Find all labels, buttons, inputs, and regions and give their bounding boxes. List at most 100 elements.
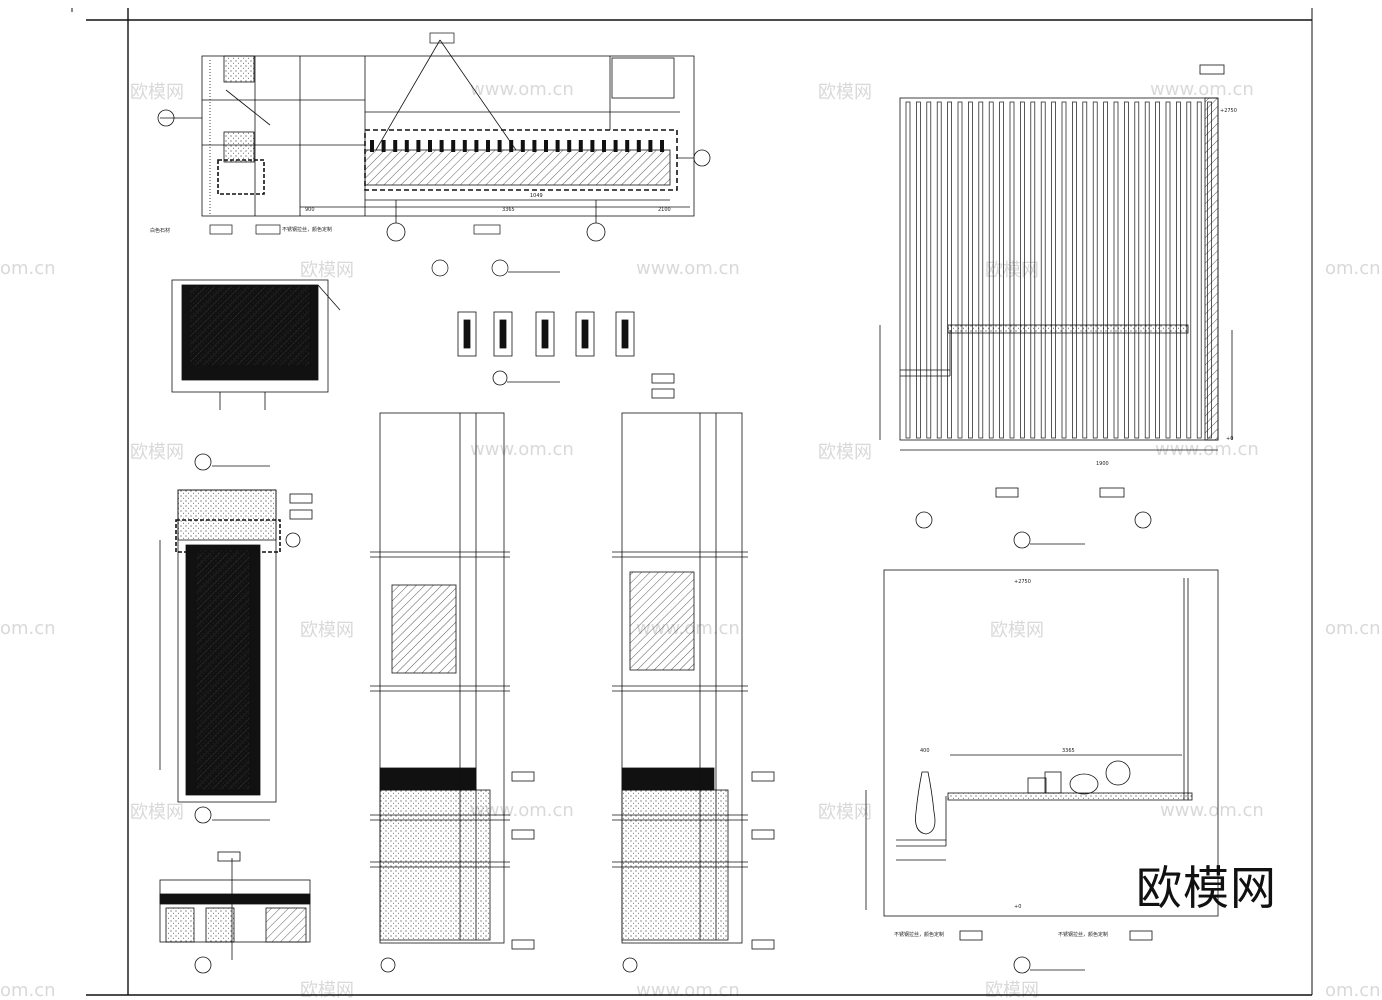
watermark-cn: 欧模网: [985, 980, 1039, 1000]
dim-400: 400: [920, 748, 930, 754]
watermark-url: www.om.cn: [636, 258, 740, 279]
vertical-fin: [1124, 101, 1129, 439]
plan-fin: [660, 140, 664, 152]
watermark-edge: om.cn: [0, 258, 56, 279]
vertical-fin: [1196, 101, 1202, 439]
watermark-url: www.om.cn: [1150, 79, 1254, 100]
fin-details: [457, 311, 675, 399]
watermark-cn: 欧模网: [130, 802, 184, 823]
watermark-url: www.om.cn: [636, 980, 740, 1000]
plan-fin: [578, 140, 583, 152]
elevation-fins: [905, 101, 1212, 439]
vertical-fin: [1176, 101, 1181, 439]
plan-fins: [370, 140, 664, 152]
plan-fin: [625, 140, 630, 152]
vertical-fin: [1207, 101, 1212, 439]
vertical-fin: [1165, 101, 1171, 439]
vertical-fin: [926, 101, 932, 439]
watermark-cn: 欧模网: [300, 260, 354, 281]
plan-fin: [451, 140, 456, 152]
dim-plus0: +0: [1014, 904, 1021, 910]
vertical-fin: [1051, 101, 1056, 439]
plan-fin: [486, 140, 490, 152]
vertical-fin: [947, 101, 952, 439]
fin-elevation-dims: +2750 +0 1900: [1096, 108, 1237, 467]
vertical-fin: [978, 101, 984, 439]
note-steel: 不锈钢拉丝，颜色定制: [282, 226, 332, 233]
vertical-fin: [1020, 101, 1025, 439]
watermark-url: www.om.cn: [470, 79, 574, 100]
plan-fin: [497, 140, 502, 152]
vertical-fin: [1155, 101, 1160, 439]
dim-plus2750: +2750: [1220, 108, 1237, 114]
watermark-edge: om.cn: [1325, 980, 1381, 1000]
vertical-fin: [1072, 101, 1077, 439]
plan-fin: [416, 140, 421, 152]
dim-1900: 1900: [1096, 461, 1109, 467]
vertical-fin: [1113, 101, 1119, 439]
vertical-fin: [1040, 101, 1046, 439]
fin-elevation: [879, 64, 1233, 549]
dim-plus0: +0: [1226, 436, 1233, 442]
note-steel: 不锈钢拉丝，颜色定制: [894, 931, 944, 938]
vertical-fin: [936, 101, 942, 439]
dim-plus2750: +2750: [1014, 579, 1031, 585]
plan-fin: [370, 140, 374, 152]
plan-dims: 900 3365 1049 2100: [305, 193, 671, 213]
vertical-fin: [1186, 101, 1192, 439]
dim-1049: 1049: [530, 193, 543, 199]
vertical-fin: [1061, 101, 1067, 439]
plan-fin: [636, 140, 641, 152]
dim-900: 900: [305, 207, 315, 213]
plan-caption: [431, 259, 560, 277]
watermark-url: www.om.cn: [470, 439, 574, 460]
shelf-elevation: [865, 569, 1219, 974]
vertical-fin: [1082, 101, 1088, 439]
plan-fin: [381, 140, 386, 152]
plan-fin: [648, 140, 653, 152]
note-steel: 不锈钢拉丝，颜色定制: [1058, 931, 1108, 938]
vertical-fin: [1103, 101, 1108, 439]
watermark-cn: 欧模网: [130, 82, 184, 103]
watermark-cn: 欧模网: [300, 620, 354, 641]
vertical-fin: [957, 101, 963, 439]
vertical-fin: [1030, 101, 1036, 439]
base-section: [159, 851, 311, 974]
vertical-fin: [999, 101, 1004, 439]
dim-2100: 2100: [658, 207, 671, 213]
vertical-fin: [1009, 101, 1015, 439]
sheet-frame: [71, 8, 1313, 996]
plan-fin: [462, 140, 467, 152]
plan-fin: [567, 140, 572, 152]
stone-section: [171, 279, 341, 471]
watermark-url: www.om.cn: [1155, 439, 1259, 460]
shelf-elevation-dims: +2750 3365 400 +0 不锈钢拉丝，颜色定制 不锈钢拉丝，颜色定制: [894, 579, 1108, 938]
watermark-url: www.om.cn: [1160, 800, 1264, 821]
plan-fin: [520, 140, 525, 152]
vertical-section-a: [370, 412, 535, 973]
plan-fin: [474, 140, 479, 152]
plan-fin: [602, 140, 606, 152]
plan-fin: [393, 140, 398, 152]
watermarks: 欧模网 www.om.cn 欧模网 www.om.cn om.cn 欧模网 ww…: [0, 79, 1381, 1000]
plan-tags: [209, 32, 501, 235]
watermark-cn: 欧模网: [990, 620, 1044, 641]
plan-fin: [404, 140, 409, 152]
plan-fin: [590, 140, 595, 152]
vertical-fin: [1134, 101, 1140, 439]
watermark-url: www.om.cn: [470, 800, 574, 821]
plan-view: [157, 39, 711, 242]
watermark-cn: 欧模网: [130, 442, 184, 463]
dim-3365: 3365: [502, 207, 515, 213]
note-white-stone: 白色石材: [150, 227, 170, 234]
plan-fin: [439, 140, 444, 152]
watermark-edge: om.cn: [0, 980, 56, 1000]
plan-fin: [532, 140, 537, 152]
watermark-edge: om.cn: [0, 618, 56, 639]
vertical-section-b: [612, 412, 775, 973]
brand-logo: 欧模网: [1136, 861, 1277, 915]
plan-fin: [428, 140, 432, 152]
vertical-fin: [968, 101, 973, 439]
plan-fin: [613, 140, 618, 152]
